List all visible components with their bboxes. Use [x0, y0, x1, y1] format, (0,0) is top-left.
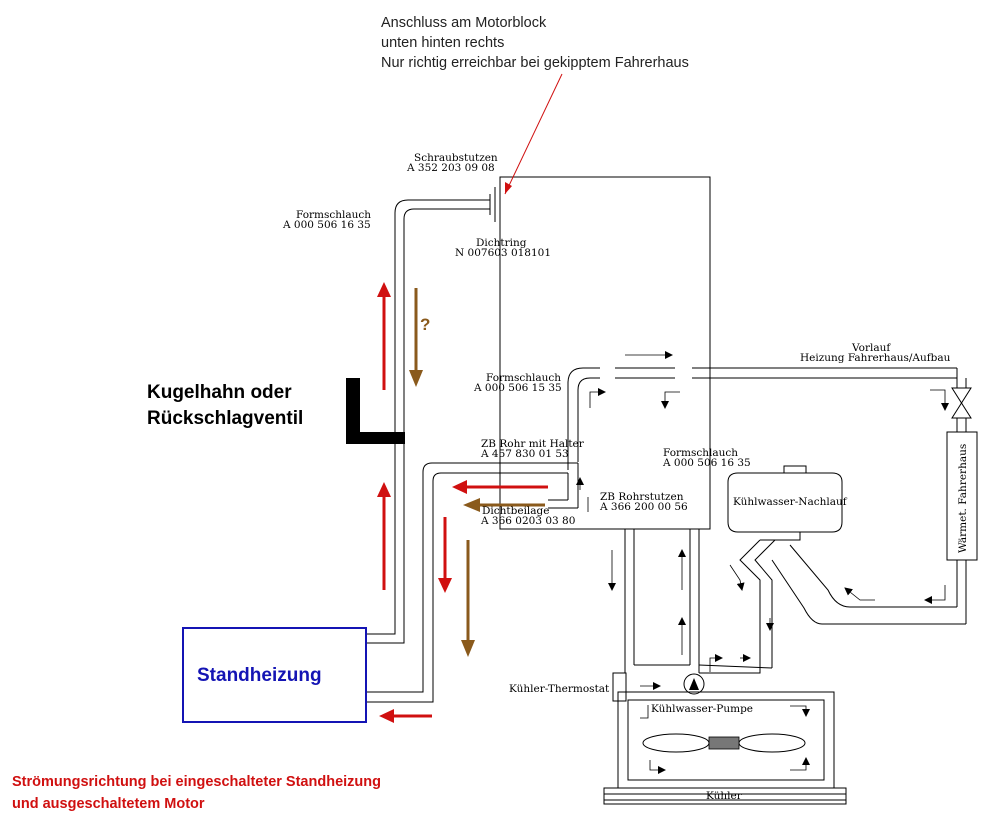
- label-thermostat: Kühler-Thermostat: [509, 683, 610, 695]
- expansion-tank: [727, 465, 843, 668]
- ball-valve-icon: [346, 378, 405, 444]
- label-dichtring-number: N 007603 018101: [455, 247, 551, 259]
- label-zb-rohr-number: A 457 830 01 53: [480, 448, 569, 460]
- label-formschlauch-3-number: A 000 506 16 35: [662, 457, 751, 469]
- label-nachlauf: Kühlwasser-Nachlauf: [733, 496, 848, 508]
- coolant-flow-arrows: [576, 351, 949, 774]
- heater-label: Standheizung: [197, 665, 322, 686]
- fan-icon: [642, 733, 806, 753]
- label-formschlauch-2: Formschlauch: [486, 372, 561, 384]
- return-hose-from-heater: [366, 462, 589, 703]
- question-mark: ?: [420, 315, 430, 334]
- label-waermetauscher: Wärmet. Fahrerhaus: [957, 444, 969, 553]
- red-flow-arrows: [377, 282, 548, 723]
- label-schraubstutzen-number: A 352 203 09 08: [406, 162, 495, 174]
- caption-line-1: Strömungsrichtung bei eingeschalteter St…: [12, 774, 381, 790]
- heating-loop: [567, 367, 978, 625]
- label-formschlauch-3: Formschlauch: [663, 447, 738, 459]
- pointer-arrow: [504, 73, 563, 195]
- valve-label-line-2: Rückschlagventil: [147, 408, 303, 429]
- engine-block: [499, 176, 711, 530]
- label-formschlauch-2-number: A 000 506 15 35: [473, 382, 562, 394]
- radiator-pipes: [603, 529, 847, 805]
- label-dichtbeilage-number: A 366 0203 03 80: [480, 515, 575, 527]
- label-heizung: Heizung Fahrerhaus/Aufbau: [800, 352, 951, 364]
- note-line-2: unten hinten rechts: [381, 35, 504, 51]
- supply-hose-to-heater: [366, 199, 490, 644]
- note-line-1: Anschluss am Motorblock: [381, 15, 547, 31]
- label-vorlauf: Vorlauf: [851, 342, 891, 354]
- label-dichtbeilage: Dichtbeilage: [482, 505, 550, 517]
- screw-fitting: [489, 187, 501, 222]
- thermostat-icon: [612, 672, 627, 702]
- heating-valve-icon: [951, 387, 972, 419]
- valve-label-line-1: Kugelhahn oder: [147, 382, 292, 403]
- label-zb-rohrstutzen-number: A 366 200 00 56: [599, 501, 688, 513]
- cab-heat-exchanger: [946, 431, 978, 561]
- label-dichtring: Dichtring: [476, 237, 527, 249]
- label-kuehler: Kühler: [706, 790, 743, 802]
- label-schraubstutzen: Schraubstutzen: [414, 152, 498, 164]
- note-line-3: Nur richtig erreichbar bei gekipptem Fah…: [381, 55, 689, 71]
- label-zb-rohr: ZB Rohr mit Halter: [481, 438, 585, 450]
- brown-flow-arrows: [409, 288, 545, 657]
- label-formschlauch-1-number: A 000 506 16 35: [282, 219, 371, 231]
- pump-icon: [683, 673, 705, 695]
- radiator: [603, 787, 847, 805]
- label-pumpe: Kühlwasser-Pumpe: [651, 703, 753, 715]
- label-zb-rohrstutzen: ZB Rohrstutzen: [600, 491, 684, 503]
- label-formschlauch-1: Formschlauch: [296, 209, 371, 221]
- standheizung-box: [182, 627, 367, 723]
- caption-line-2: und ausgeschaltetem Motor: [12, 796, 205, 812]
